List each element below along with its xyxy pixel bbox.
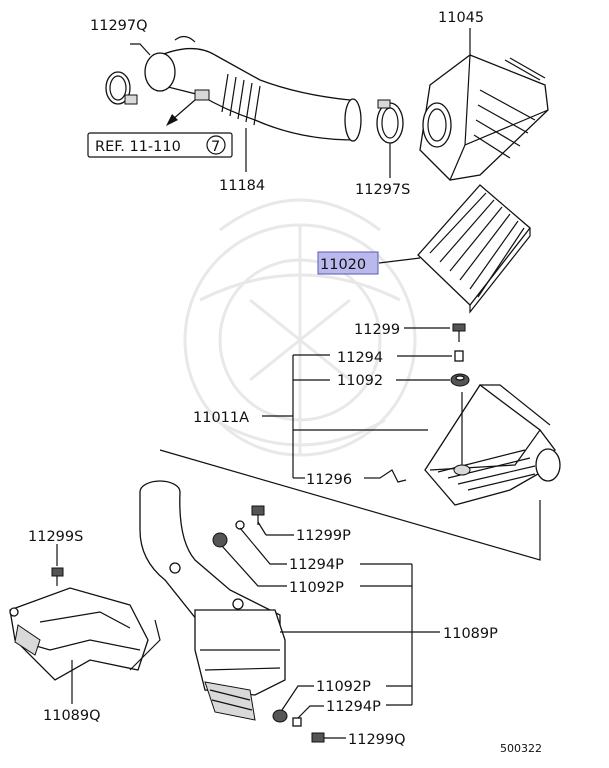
label-11011a: 11011A <box>193 410 249 426</box>
label-11045: 11045 <box>438 10 484 26</box>
reference-text: REF. 11-110 <box>95 139 181 155</box>
hose-clamp-11297q <box>105 71 138 105</box>
label-11089p: 11089P <box>443 626 498 642</box>
leader-11297q <box>130 43 151 56</box>
reference-circle-number: 7 <box>211 139 220 155</box>
guide-line-cover <box>129 619 161 671</box>
grommet-11092 <box>450 373 470 387</box>
leader-11299p-bend <box>257 521 267 536</box>
leader-11092p-upper <box>221 545 287 587</box>
label-11299q: 11299Q <box>348 732 406 748</box>
air-cleaner-case-11011a <box>424 384 561 506</box>
bolt-11299p <box>251 505 265 525</box>
clip-11296 <box>379 469 407 483</box>
air-filter-element-11020 <box>417 184 531 314</box>
label-11297s: 11297S <box>355 182 410 198</box>
leader-11020 <box>378 257 421 264</box>
label-11297q: 11297Q <box>90 18 148 34</box>
leader-11092p-lower <box>281 685 314 711</box>
air-duct-11089p <box>139 480 286 721</box>
grommet-11092p-lower <box>272 709 288 723</box>
leader-11294p-upper <box>239 527 287 565</box>
duct-cover-11089q <box>9 587 149 681</box>
collar-11294p-lower <box>292 717 302 727</box>
reference-box: REF. 11-110 7 <box>87 132 233 158</box>
collar-11294 <box>454 350 464 362</box>
guide-line-case <box>159 449 541 561</box>
label-11294: 11294 <box>337 350 383 366</box>
label-11299p: 11299P <box>296 528 351 544</box>
diagram-id: 500322 <box>500 742 542 755</box>
hose-clamp-11297s <box>376 99 404 144</box>
label-11020: 11020 <box>320 257 366 273</box>
air-cleaner-cover-11045 <box>419 54 549 181</box>
reference-arrow <box>166 99 196 126</box>
grommet-11092p-upper <box>212 532 228 548</box>
collar-11294p-upper <box>235 520 245 530</box>
label-11089q: 11089Q <box>43 708 101 724</box>
label-11092: 11092 <box>337 373 383 389</box>
leader-11294p-lower <box>297 705 324 719</box>
bolt-11299 <box>452 323 466 342</box>
label-11092p-lower: 11092P <box>316 679 371 695</box>
label-11020-highlight <box>317 251 379 275</box>
bolt-11299s <box>51 567 64 586</box>
label-11299: 11299 <box>354 322 400 338</box>
label-11294p-lower: 11294P <box>326 699 381 715</box>
label-11092p-upper: 11092P <box>289 580 344 596</box>
label-11299s: 11299S <box>28 529 83 545</box>
bolt-11299q <box>311 732 346 743</box>
label-11184: 11184 <box>219 178 265 194</box>
intake-hose-11184 <box>144 35 362 142</box>
label-11294p-upper: 11294P <box>289 557 344 573</box>
label-11296: 11296 <box>306 472 352 488</box>
